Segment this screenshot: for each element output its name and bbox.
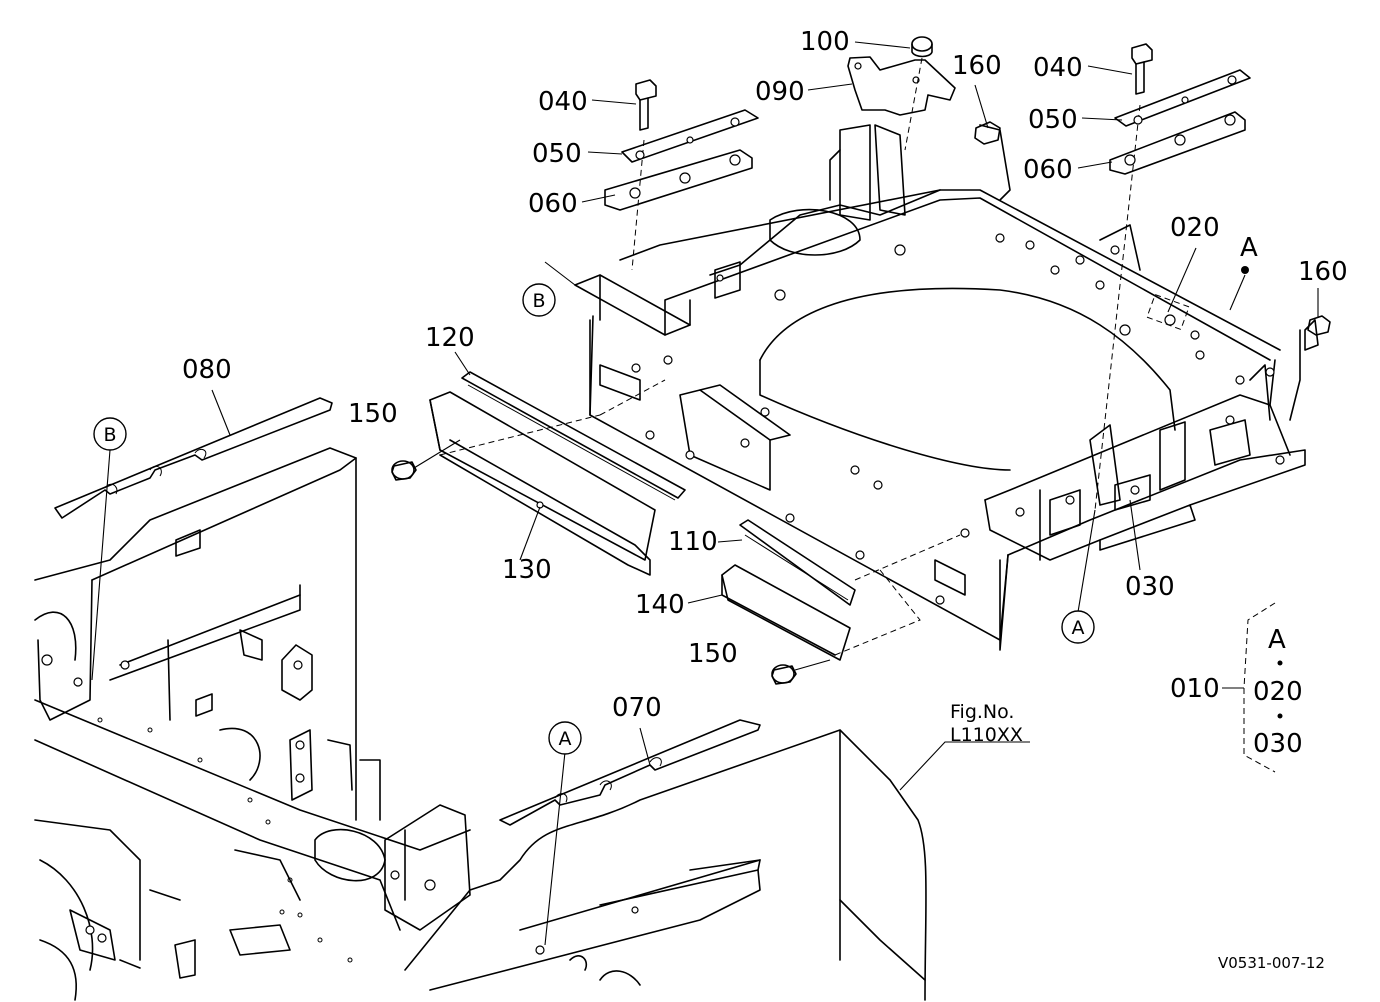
ref-circle-b-plate: B (93, 417, 127, 451)
seal-strip-110 (739, 519, 856, 606)
plate-060-right (1109, 111, 1246, 175)
ref-b-frame-text: B (532, 290, 545, 312)
bolt-100 (904, 36, 933, 151)
label-100: 100 (800, 27, 850, 57)
label-040-left: 040 (538, 87, 588, 117)
leader-lines (91, 41, 1319, 946)
plate-060-left (604, 149, 753, 211)
bolt-040-left (631, 79, 657, 271)
cover-140 (721, 564, 851, 661)
label-ref-a-top: A (1240, 233, 1258, 263)
cover-130 (429, 391, 656, 561)
part-labels: 100 090 160 040 050 060 040 050 060 020 … (182, 27, 1348, 723)
label-060-left: 060 (528, 189, 578, 219)
label-030: 030 (1125, 572, 1175, 602)
legend-parent: 010 (1170, 674, 1220, 704)
lower-chassis (34, 447, 927, 1001)
label-110: 110 (668, 527, 718, 557)
ref-circle-a-bottom: A (1061, 610, 1095, 644)
ref-a-bottom-text: A (1072, 617, 1085, 639)
plate-050-right (1114, 69, 1251, 127)
nut-160-top (974, 121, 1001, 145)
ref-a-plate-text: A (559, 728, 572, 750)
seal-strip-120 (461, 371, 686, 499)
label-150-bottom: 150 (688, 639, 738, 669)
label-050-right: 050 (1028, 105, 1078, 135)
bracket-090 (847, 56, 956, 116)
bolt-150-left (391, 439, 461, 481)
plate-050-left (621, 109, 759, 163)
label-070: 070 (612, 693, 662, 723)
label-050-left: 050 (532, 139, 582, 169)
legend-item-020: 020 (1253, 677, 1303, 707)
label-140: 140 (635, 590, 685, 620)
bolt-150-bottom (771, 659, 831, 685)
bolt-040-right (1094, 43, 1153, 511)
label-130: 130 (502, 555, 552, 585)
ref-circle-b-frame: B (522, 283, 556, 317)
label-160-top: 160 (952, 51, 1002, 81)
fig-caption-line1: Fig.No. (950, 701, 1014, 723)
label-040-right: 040 (1033, 53, 1083, 83)
label-060-right: 060 (1023, 155, 1073, 185)
legend-item-030: 030 (1253, 729, 1303, 759)
ref-circle-a-plate: A (548, 721, 582, 755)
nut-160-right (1307, 315, 1331, 336)
drawing-code: V0531-007-12 (1218, 954, 1325, 972)
plate-070 (499, 719, 761, 826)
assembly-legend: 010 A 020 030 (1170, 602, 1303, 773)
fig-caption-line2: L110XX (950, 724, 1023, 746)
upper-subframe (574, 124, 1319, 651)
label-090: 090 (755, 77, 805, 107)
figure-caption: Fig.No. L110XX (950, 701, 1023, 746)
label-080: 080 (182, 355, 232, 385)
label-020: 020 (1170, 213, 1220, 243)
label-120: 120 (425, 323, 475, 353)
label-150-left: 150 (348, 399, 398, 429)
legend-item-a: A (1268, 625, 1286, 655)
plate-080 (54, 397, 333, 519)
label-160-right: 160 (1298, 257, 1348, 287)
ref-b-plate-text: B (103, 424, 116, 446)
